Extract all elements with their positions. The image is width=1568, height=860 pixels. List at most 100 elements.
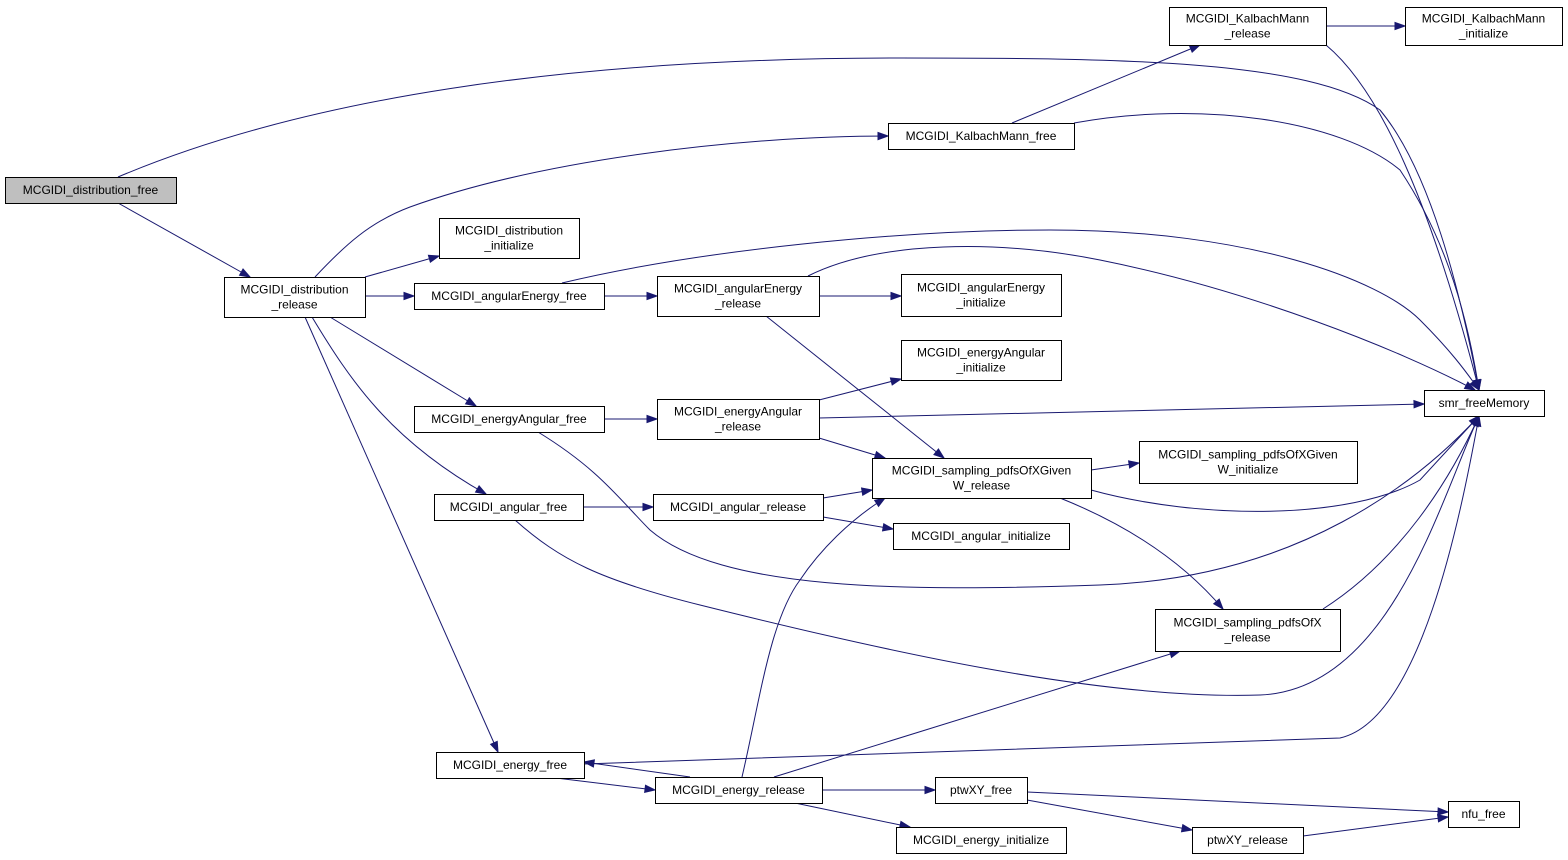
node-box [1139,441,1358,484]
node-box [1155,609,1341,652]
arrowhead-dist-free-to-dist-release [238,268,252,278]
arrowhead-dist-release-to-en-free [489,740,499,754]
node-smr-free[interactable]: smr_freeMemory [1424,390,1545,417]
node-label: MCGIDI_KalbachMann [1422,12,1545,26]
node-label: MCGIDI_KalbachMann_free [906,129,1057,143]
node-sx-release[interactable]: MCGIDI_sampling_pdfsOfX_release [1155,609,1341,652]
node-box [436,752,585,779]
arrowhead-ae-free-to-smr-free [1469,378,1480,392]
arrowhead-km-release-to-km-init [1394,21,1407,31]
edge-ea-release-to-sxw-release [818,437,886,459]
node-ea-init[interactable]: MCGIDI_energyAngular_initialize [901,340,1062,381]
node-label: _release [1223,27,1270,41]
node-label: MCGIDI_distribution [455,224,563,238]
edge-sxw-release-to-smr-free [1090,415,1480,512]
node-label: _release [714,420,761,434]
node-ptw-release[interactable]: ptwXY_release [1192,827,1304,854]
node-ea-release[interactable]: MCGIDI_energyAngular_release [657,399,820,440]
edge-km-release-to-smr-free [1325,44,1480,391]
node-box [1192,827,1304,854]
node-box [901,340,1062,381]
node-ea-free[interactable]: MCGIDI_energyAngular_free [414,406,605,433]
node-km-init[interactable]: MCGIDI_KalbachMann_initialize [1405,7,1563,46]
arrowhead-ea-release-to-smr-free [1413,399,1426,409]
edge-dist-release-to-ang-free [311,316,487,495]
node-km-release[interactable]: MCGIDI_KalbachMann_release [1169,7,1327,46]
node-box [657,399,820,440]
arrowhead-dist-release-to-ae-free [403,291,416,301]
node-box [657,276,820,317]
node-label: MCGIDI_angular_release [670,500,806,514]
edge-ae-release-to-sxw-release [765,315,945,459]
node-en-release[interactable]: MCGIDI_energy_release [655,777,823,804]
node-dist-init[interactable]: MCGIDI_distribution_initialize [439,218,580,259]
node-box [414,406,605,433]
node-label: ptwXY_free [950,783,1012,797]
arrowhead-en-release-to-sxw-release [873,497,887,508]
node-label: MCGIDI_energyAngular [917,346,1045,360]
arrowhead-dist-release-to-km-free [877,131,890,141]
node-label: MCGIDI_KalbachMann [1186,12,1309,26]
node-box [655,777,823,804]
node-ang-free[interactable]: MCGIDI_angular_free [434,494,584,521]
function-nodes: MCGIDI_distribution_freeMCGIDI_distribut… [5,7,1563,854]
edge-dist-release-to-km-free [314,135,889,278]
edge-dist-release-to-ea-free [329,316,477,407]
node-label: MCGIDI_energy_initialize [913,833,1049,847]
node-box [888,123,1075,150]
arrowhead-ptw-free-to-ptw-release [1180,823,1194,833]
arrowhead-dist-release-to-dist-init [427,254,441,264]
node-ae-free[interactable]: MCGIDI_angularEnergy_free [414,283,605,310]
arrowhead-dist-release-to-ang-free [474,485,488,495]
arrowhead-ea-release-to-sxw-release [873,450,887,460]
node-label: MCGIDI_energyAngular_free [431,412,587,426]
edge-en-release-to-sxw-release [741,497,886,778]
edge-ea-release-to-ea-init [818,378,902,401]
node-en-free[interactable]: MCGIDI_energy_free [436,752,585,779]
edge-km-free-to-km-release [1011,44,1201,124]
edge-ptw-release-to-nfu-free [1302,816,1449,837]
node-label: _initialize [955,296,1006,310]
node-label: MCGIDI_energy_free [453,758,567,772]
node-ae-release[interactable]: MCGIDI_angularEnergy_release [657,276,820,317]
node-en-init[interactable]: MCGIDI_energy_initialize [896,827,1067,854]
node-box [1405,7,1563,46]
node-ang-release[interactable]: MCGIDI_angular_release [653,494,824,521]
edge-dist-free-to-smr-free [117,57,1480,391]
node-km-free[interactable]: MCGIDI_KalbachMann_free [888,123,1075,150]
node-dist-free: MCGIDI_distribution_free [5,177,177,204]
arrowhead-ea-free-to-ea-release [646,414,659,424]
node-ae-init[interactable]: MCGIDI_angularEnergy_initialize [901,274,1062,317]
node-box [935,777,1028,804]
edge-km-free-to-smr-free [1073,113,1480,391]
edge-dist-release-to-en-free [304,316,499,753]
arrowhead-ea-release-to-ea-init [889,377,903,386]
node-label: nfu_free [1461,807,1505,821]
edge-ang-release-to-ang-init [822,516,894,530]
node-box [5,177,177,204]
node-ang-init[interactable]: MCGIDI_angular_initialize [893,523,1070,550]
node-dist-release[interactable]: MCGIDI_distribution_release [224,277,366,318]
arrowhead-en-free-to-en-release [644,784,657,794]
node-label: MCGIDI_energy_release [672,783,805,797]
edge-sx-release-to-smr-free [1322,415,1480,610]
node-label: W_release [953,479,1011,493]
node-label: MCGIDI_sampling_pdfsOfXGiven [892,464,1071,478]
node-label: _initialize [1458,27,1509,41]
node-ptw-free[interactable]: ptwXY_free [935,777,1028,804]
arrowhead-sxw-release-to-sx-release [1212,598,1224,611]
edge-ptw-free-to-ptw-release [1026,799,1193,831]
node-label: MCGIDI_angularEnergy [674,282,802,296]
arrowhead-dist-release-to-ea-free [464,396,478,407]
node-label: _release [1223,631,1270,645]
edge-dist-release-to-dist-init [364,255,440,278]
node-label: MCGIDI_angularEnergy_free [431,289,587,303]
edge-en-free-to-en-release [555,777,656,791]
node-label: MCGIDI_angular_initialize [911,529,1051,543]
arrowhead-en-release-to-ptw-free [924,785,937,795]
arrowhead-sxw-release-to-sxw-init [1127,460,1141,469]
node-nfu-free[interactable]: nfu_free [1448,801,1520,828]
